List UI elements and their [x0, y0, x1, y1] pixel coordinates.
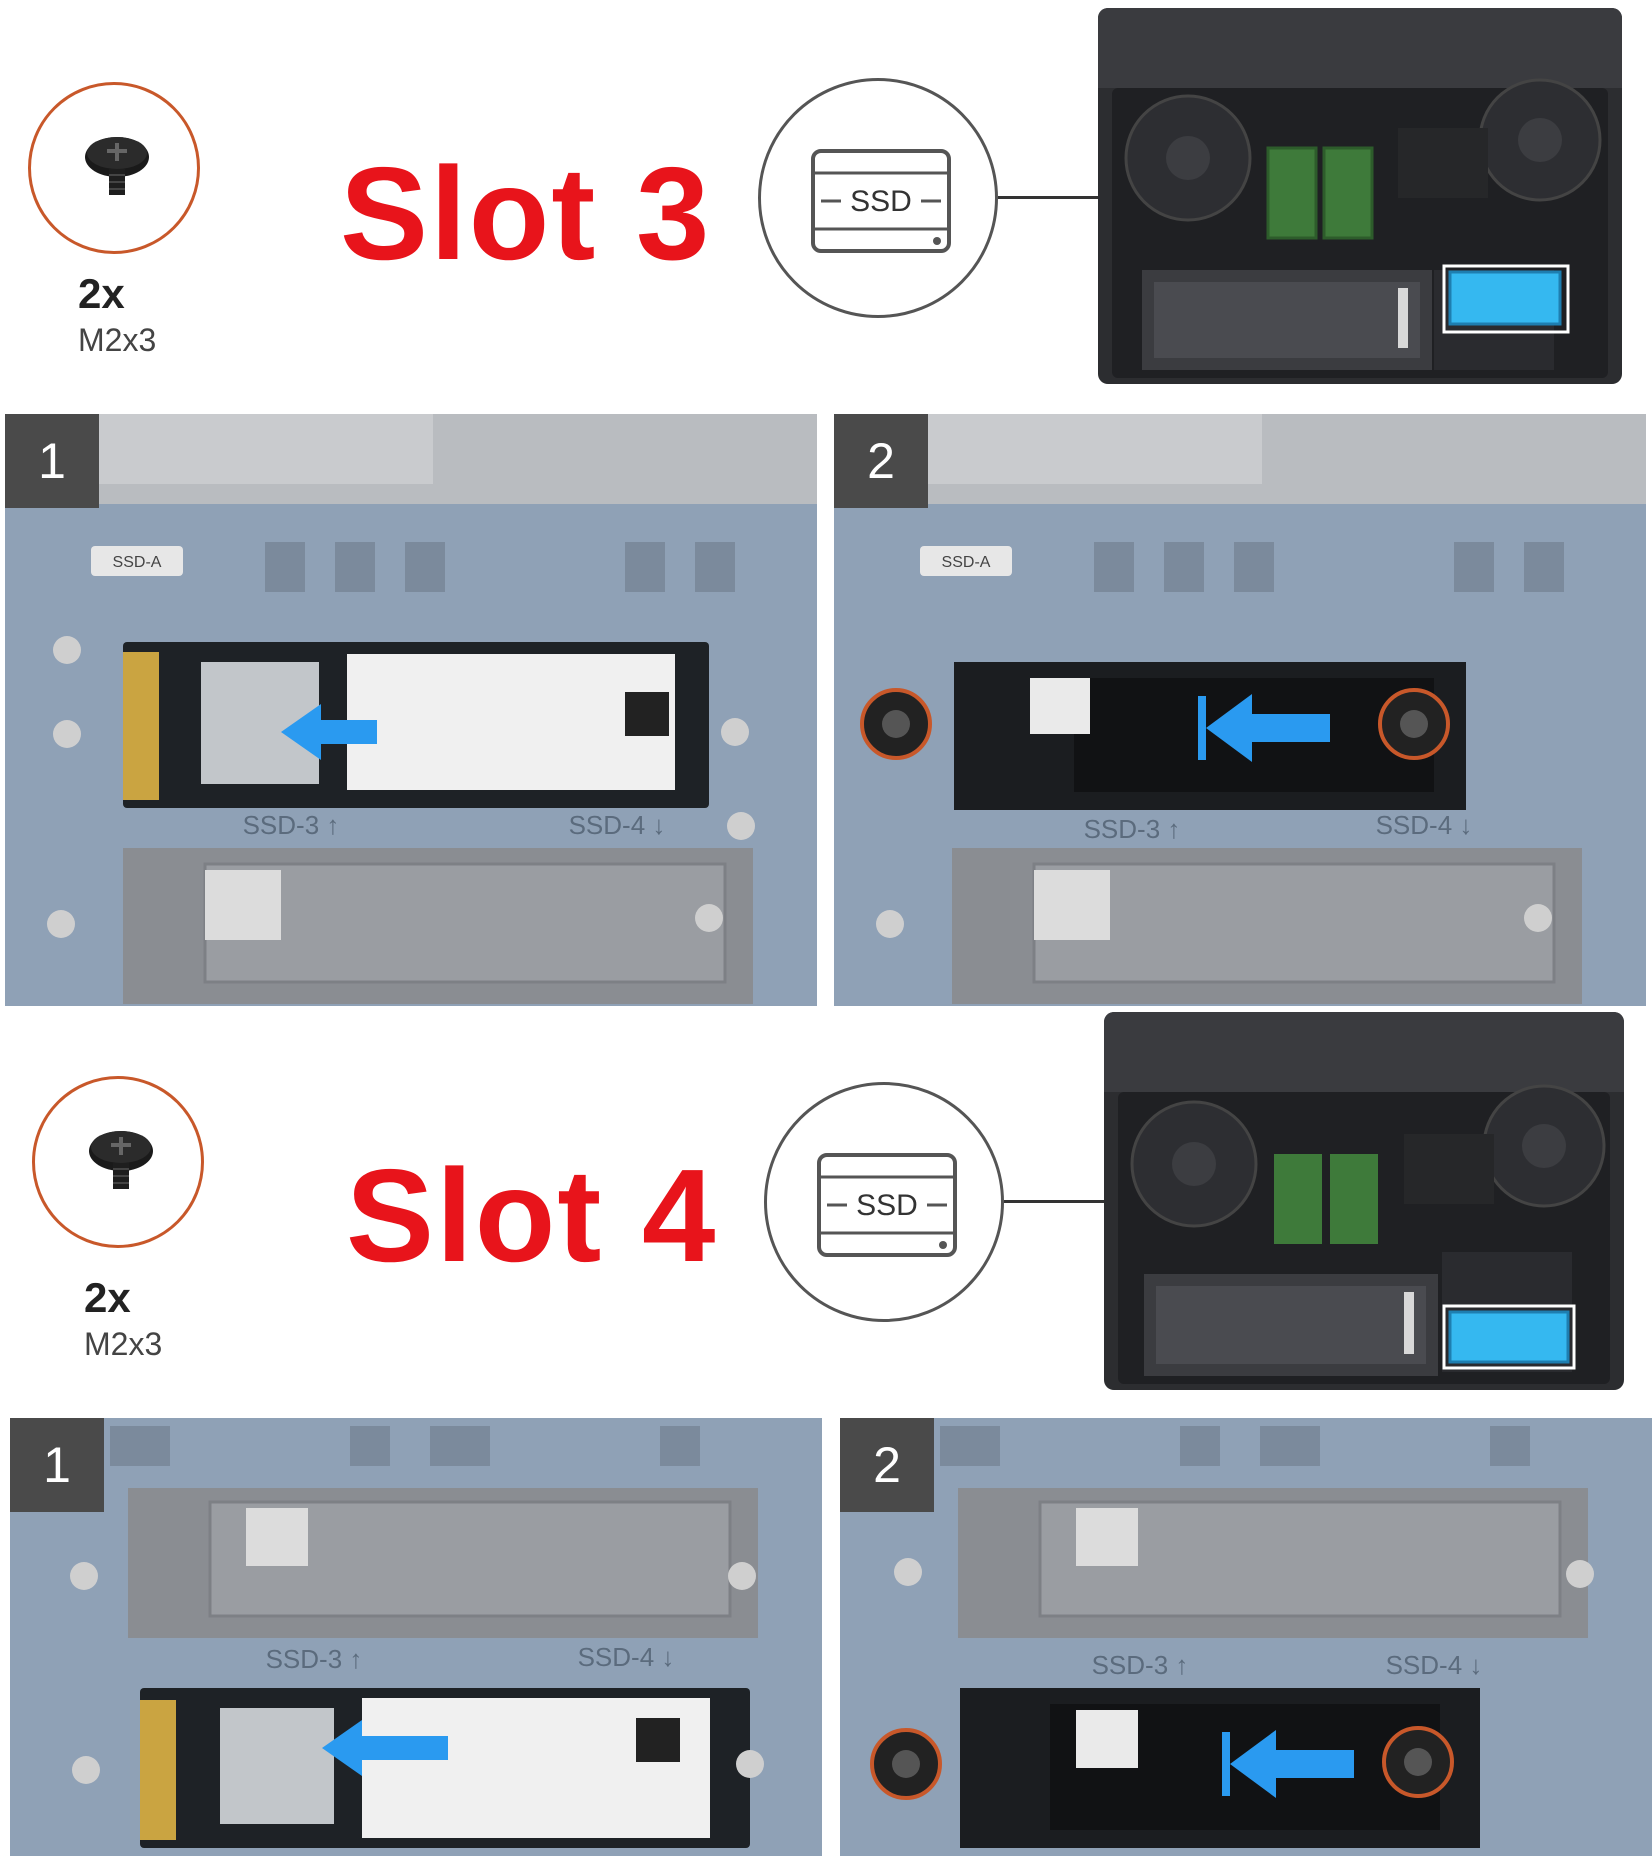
screw-size: M2x3 — [78, 322, 157, 358]
ssd-3-label: SSD-3 ↑ — [1084, 814, 1181, 844]
ssd-icon-label: SSD — [850, 185, 912, 218]
ssd-icon: SSD — [811, 149, 951, 253]
ssd-a-tag: SSD-A — [942, 554, 991, 571]
slot4-step2-panel: SSD-3 ↑ SSD-4 ↓ 2 — [840, 1418, 1652, 1856]
ssd-icon: SSD — [817, 1153, 957, 1257]
ssd-icon-circle-slot4: SSD — [764, 1082, 1004, 1322]
step-number: 2 — [840, 1418, 934, 1512]
ssd-3-label: SSD-3 ↑ — [243, 810, 340, 840]
step-number: 1 — [5, 414, 99, 508]
screw-quantity: 2x — [84, 1274, 131, 1321]
slot3-step2-panel: SSD-A SSD-3 ↑ SSD-4 ↓ 2 — [834, 414, 1646, 1006]
screw-icon — [89, 1131, 153, 1189]
laptop-overview-slot3 — [1098, 8, 1622, 384]
ssd-icon-label: SSD — [856, 1189, 918, 1222]
screw-size: M2x3 — [84, 1326, 163, 1362]
slot3-step1-panel: SSD-A SSD-3 ↑ SSD-4 ↓ 1 — [5, 414, 817, 1006]
ssd-3-label: SSD-3 ↑ — [1092, 1650, 1189, 1680]
step-number: 1 — [10, 1418, 104, 1512]
screw-quantity: 2x — [78, 270, 125, 317]
ssd-a-tag: SSD-A — [113, 554, 162, 571]
screw-callout-slot4 — [32, 1076, 204, 1248]
screw-callout-slot3 — [28, 82, 200, 254]
ssd-3-label: SSD-3 ↑ — [266, 1644, 363, 1674]
ssd-4-label: SSD-4 ↓ — [578, 1642, 675, 1672]
screw-icon — [85, 137, 149, 195]
laptop-overview-slot4 — [1104, 1012, 1624, 1390]
slot-3-title: Slot 3 — [340, 140, 712, 287]
ssd-icon-circle-slot3: SSD — [758, 78, 998, 318]
slot4-step1-panel: SSD-3 ↑ SSD-4 ↓ 1 — [10, 1418, 822, 1856]
ssd-4-label: SSD-4 ↓ — [1376, 810, 1473, 840]
slot-4-title: Slot 4 — [346, 1142, 718, 1289]
ssd-4-label: SSD-4 ↓ — [1386, 1650, 1483, 1680]
step-number: 2 — [834, 414, 928, 508]
ssd-4-label: SSD-4 ↓ — [569, 810, 666, 840]
